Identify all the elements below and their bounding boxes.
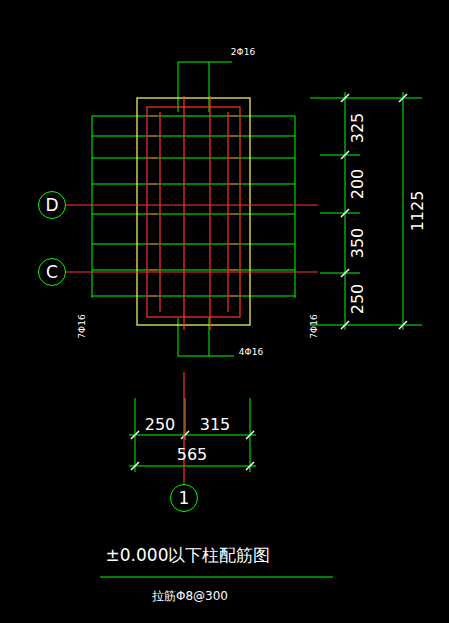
dimension-label: 2Φ16 (231, 48, 255, 57)
dimension-label: 350 (350, 228, 366, 259)
axis-label: D (45, 197, 58, 214)
dimension-label: 7Φ16 (77, 314, 86, 338)
dimension-label: 4Φ16 (239, 348, 263, 357)
dimension-label: 200 (350, 169, 366, 200)
axis-bubble: D (38, 191, 66, 219)
axis-label: 1 (179, 490, 190, 507)
dimension-label: 565 (177, 447, 208, 463)
dimension-label: 315 (200, 417, 231, 433)
axis-label: C (46, 264, 58, 281)
dimension-label: 250 (145, 417, 176, 433)
drawing-note: 拉筋Φ8@300 (152, 590, 228, 602)
axis-bubble: C (38, 258, 66, 286)
dimension-label: 7Φ16 (309, 314, 318, 338)
dimension-label: 250 (350, 284, 366, 315)
drawing-title: ±0.000以下柱配筋图 (106, 547, 271, 564)
axis-bubble: 1 (170, 484, 198, 512)
dimension-label: 1125 (410, 191, 426, 232)
dimension-label: 325 (350, 113, 366, 144)
